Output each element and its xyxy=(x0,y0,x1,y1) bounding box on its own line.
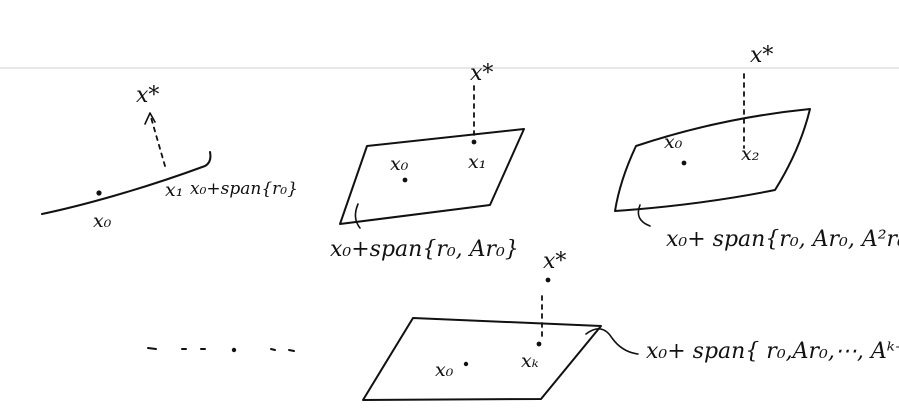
label-span-3: x₀+ span{r₀, Ar₀, A²r₀} xyxy=(666,227,899,252)
label-xstar-1: x* xyxy=(136,83,159,108)
label-span-2: x₀+span{r₀, Ar₀} xyxy=(330,237,519,262)
label-xstar-3: x* xyxy=(750,43,773,68)
arrow-to-xstar-1 xyxy=(149,113,166,167)
ellipsis-dots xyxy=(147,347,295,353)
label-x0-k: x₀ xyxy=(435,359,454,381)
label-span-1: x₀+span{r₀} xyxy=(190,179,298,199)
label-span-k: x₀+ span{ r₀,Ar₀,⋯, Aᵏ⁻¹r₀} xyxy=(646,339,899,364)
point-xstar-k xyxy=(545,277,551,283)
pointer-2 xyxy=(354,203,361,229)
label-x2-3: x₂ xyxy=(741,143,759,165)
label-x0-2: x₀ xyxy=(390,153,409,175)
plane-k xyxy=(362,317,602,401)
point-x0-stage-k xyxy=(463,361,469,367)
label-x1-2: x₁ xyxy=(468,151,486,173)
point-x0-stage2 xyxy=(402,177,408,183)
point-x1-stage2 xyxy=(471,139,477,145)
plane-2 xyxy=(339,128,525,225)
stage-k-plane: x* x₀ xₖ x₀+ span{ r₀,Ar₀,⋯, Aᵏ⁻¹r₀} xyxy=(362,249,899,401)
point-x0-stage1 xyxy=(96,190,102,196)
pointer-k xyxy=(585,328,639,355)
label-x0-1: x₀ xyxy=(93,210,112,232)
label-xk-k: xₖ xyxy=(521,350,539,372)
span-line-1 xyxy=(41,151,212,215)
label-x0-3: x₀ xyxy=(664,131,683,153)
arrowhead-1 xyxy=(144,112,156,125)
point-xk-stage-k xyxy=(536,341,542,347)
plane-3 xyxy=(614,108,811,212)
stage-2-plane: x* x₀ x₁ x₀+span{r₀, Ar₀} xyxy=(330,61,525,262)
label-x1-1: x₁ xyxy=(165,179,183,201)
point-x0-stage3 xyxy=(681,160,687,166)
stage-1-line: x* x₀ x₁ x₀+span{r₀} xyxy=(41,83,298,232)
label-xstar-k: x* xyxy=(543,249,566,274)
stage-3-plane: x* x₀ x₂ x₀+ span{r₀, Ar₀, A²r₀} xyxy=(614,43,899,252)
label-xstar-2: x* xyxy=(470,61,493,86)
pointer-3 xyxy=(637,204,651,227)
